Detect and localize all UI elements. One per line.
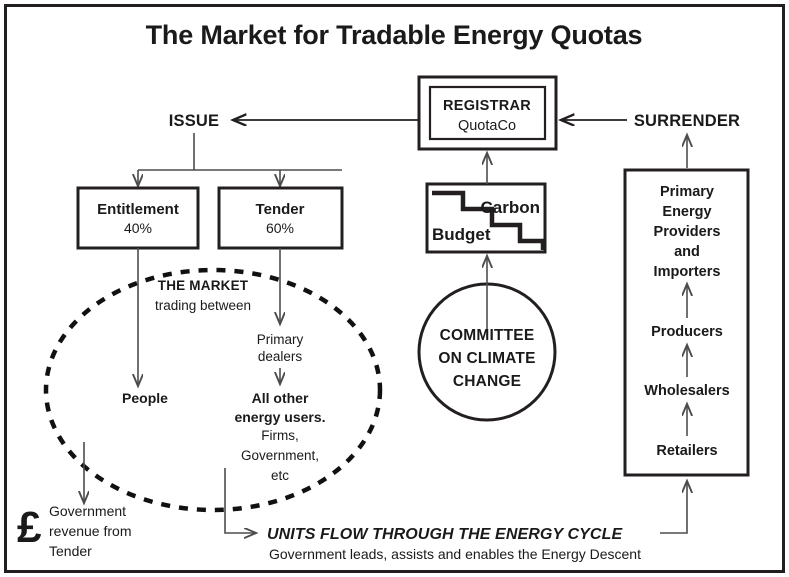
chain-step-producers: Producers (651, 324, 723, 340)
arrow-energy-cycle-to-retailers (660, 481, 687, 534)
entitlement-label: Entitlement (97, 201, 179, 218)
committee-line1: COMMITTEE (440, 327, 535, 344)
page-title: The Market for Tradable Energy Quotas (146, 20, 643, 50)
tender-share: 60% (266, 220, 294, 236)
chain-step-retailers: Retailers (656, 443, 717, 459)
registrar-subtitle: QuotaCo (458, 118, 516, 134)
registrar-box-outer (417, 75, 558, 151)
descending-staircase-icon (432, 190, 546, 250)
chain-top-line5: Importers (654, 264, 721, 280)
committee-line2: ON CLIMATE (438, 350, 535, 367)
arrow-market-to-energy-cycle (224, 468, 256, 533)
carbon-budget-box (425, 182, 547, 254)
tender-label: Tender (256, 201, 305, 218)
footer-headline: UNITS FLOW THROUGH THE ENERGY CYCLE (267, 526, 623, 543)
chain-top-line4: and (674, 244, 700, 260)
footer-subline: Government leads, assists and enables th… (269, 546, 641, 562)
energy-users-line2: energy users. (234, 409, 325, 425)
chain-top-line2: Energy (662, 204, 711, 220)
pound-icon: £ (17, 503, 42, 552)
registrar-box-inner (428, 85, 547, 141)
chain-top-line3: Providers (654, 224, 721, 240)
chain-step-wholesalers: Wholesalers (644, 383, 729, 399)
registrar-title: REGISTRAR (443, 98, 531, 114)
chain-top-line1: Primary (660, 184, 714, 200)
budget-label: Budget (432, 225, 491, 244)
people-label: People (122, 390, 168, 406)
primary-dealers-line1: Primary (257, 332, 304, 347)
surrender-label: SURRENDER (634, 112, 740, 130)
primary-dealers-line2: dealers (258, 349, 303, 364)
tender-box (217, 186, 344, 250)
energy-users-line1: All other (252, 390, 309, 406)
issue-label: ISSUE (169, 112, 220, 130)
committee-line3: CHANGE (453, 373, 521, 390)
revenue-line1: Government (49, 503, 126, 519)
carbon-label: Carbon (481, 198, 541, 217)
market-heading: THE MARKET (158, 278, 249, 293)
energy-users-detail3: etc (271, 468, 289, 483)
entitlement-box (76, 186, 200, 250)
energy-users-detail1: Firms, (261, 428, 299, 443)
revenue-line2: revenue from (49, 523, 131, 539)
energy-users-detail2: Government, (241, 448, 319, 463)
entitlement-share: 40% (124, 220, 152, 236)
market-subheading: trading between (155, 298, 251, 313)
revenue-line3: Tender (49, 543, 92, 559)
market-ellipse (43, 267, 383, 513)
